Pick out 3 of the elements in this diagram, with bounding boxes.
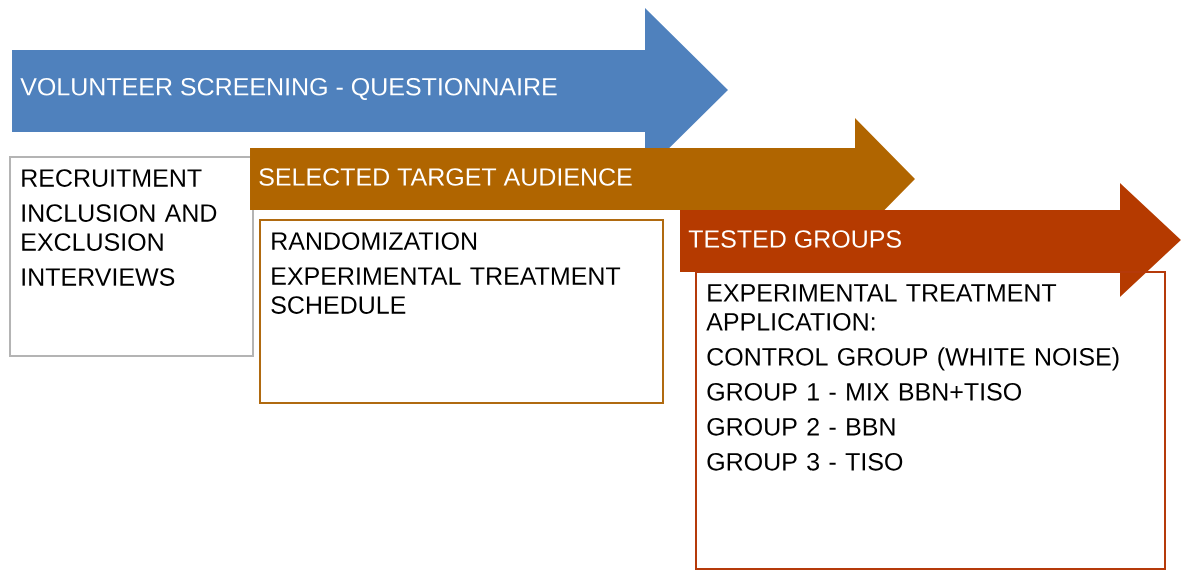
text-box: RECRUITMENT INCLUSION AND EXCLUSION INTERVIEWS (9, 156, 254, 357)
text-box: RANDOMIZATION EXPERIMENTAL TREATMENT SCHEDULE (259, 219, 664, 404)
text-box: EXPERIMENTAL TREATMENT APPLICATION: CONTROL GROUP (WHITE NOISE) GROUP 1 - MIX BBN+TISO GROUP 2 - BBN GROUP 3 - TISO (695, 271, 1166, 570)
